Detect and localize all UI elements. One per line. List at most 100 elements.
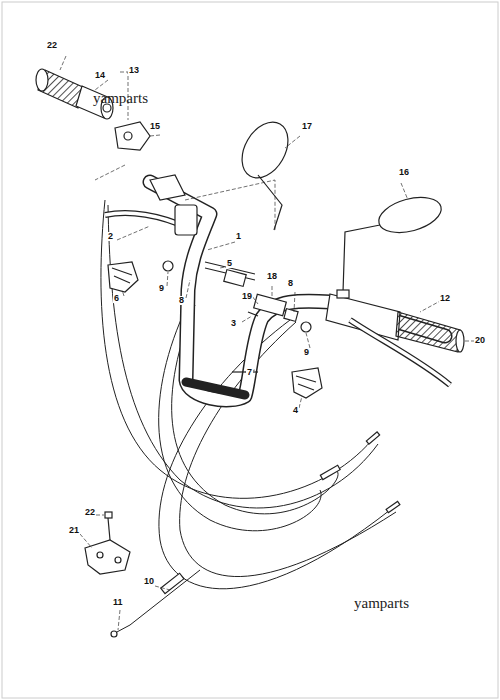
illustration-stroke xyxy=(175,205,197,235)
illustration-stroke xyxy=(111,631,117,637)
callout-number: 19 xyxy=(241,292,253,301)
illustration-stroke xyxy=(285,136,300,148)
illustration-stroke xyxy=(294,292,295,312)
watermark: yamparts xyxy=(353,596,410,611)
callout-number: 1 xyxy=(235,232,242,241)
callout-number: 9 xyxy=(158,284,165,293)
callout-number: 20 xyxy=(474,336,486,345)
illustration-stroke xyxy=(396,312,460,352)
illustration-stroke xyxy=(122,290,124,296)
illustration-stroke xyxy=(326,294,400,340)
illustration-stroke xyxy=(95,165,125,180)
illustration-stroke xyxy=(155,586,170,590)
illustration-stroke xyxy=(150,182,445,400)
illustration-stroke xyxy=(95,80,108,90)
illustration-stroke xyxy=(108,205,378,508)
illustration-stroke xyxy=(130,570,200,625)
illustration-stroke xyxy=(242,316,252,322)
callout-number: 13 xyxy=(128,66,140,75)
cables xyxy=(101,200,396,633)
illustration-stroke xyxy=(101,200,372,498)
illustration-stroke xyxy=(343,225,380,292)
illustration-stroke xyxy=(386,501,400,512)
callout-number: 22 xyxy=(84,508,96,517)
callout-number: 21 xyxy=(68,526,80,535)
illustration-stroke xyxy=(254,294,287,315)
illustration-stroke xyxy=(272,286,273,298)
illustration-stroke xyxy=(115,557,121,563)
right-grip xyxy=(326,294,464,385)
illustration-stroke xyxy=(60,56,66,70)
callout-number: 4 xyxy=(292,406,299,415)
left-lever xyxy=(105,205,197,235)
callout-number: 14 xyxy=(94,71,106,80)
callout-number: 12 xyxy=(439,294,451,303)
left-grip xyxy=(36,69,185,200)
illustration-stroke xyxy=(292,368,322,398)
illustration-stroke xyxy=(118,610,120,630)
illustration-stroke xyxy=(337,290,349,298)
handlebar xyxy=(150,182,445,400)
illustration-stroke xyxy=(224,270,246,287)
illustration-stroke xyxy=(296,376,316,390)
illustration-stroke xyxy=(108,262,138,292)
illustration-stroke xyxy=(180,322,396,577)
illustration-stroke xyxy=(248,312,258,316)
illustration-stroke xyxy=(284,309,298,322)
callout-number: 10 xyxy=(143,577,155,586)
illustration-stroke xyxy=(185,180,275,230)
illustration-stroke xyxy=(350,320,450,385)
illustration-stroke xyxy=(299,396,302,408)
callout-number: 18 xyxy=(266,272,278,281)
illustration-stroke xyxy=(105,512,112,518)
mirrors xyxy=(233,114,445,298)
callout-number: 8 xyxy=(178,296,185,305)
illustration-stroke xyxy=(96,515,104,516)
illustration-stroke xyxy=(97,552,103,558)
illustration-stroke xyxy=(306,333,310,348)
illustration-stroke xyxy=(401,183,408,200)
illustration-stroke xyxy=(36,69,48,91)
illustration-stroke xyxy=(350,320,450,385)
callout-number: 5 xyxy=(226,259,233,268)
illustration-stroke xyxy=(85,540,130,574)
illustration-stroke xyxy=(150,175,185,200)
illustration-stroke xyxy=(161,573,184,593)
illustration-stroke xyxy=(108,518,110,540)
callout-number: 7 xyxy=(246,368,253,377)
illustration-stroke xyxy=(117,226,150,240)
illustration-stroke xyxy=(366,432,379,444)
illustration-stroke xyxy=(207,242,235,250)
illustration-stroke xyxy=(150,135,160,136)
callout-number: 3 xyxy=(230,319,237,328)
illustration-stroke xyxy=(456,330,464,352)
illustration-stroke xyxy=(233,114,298,186)
illustration-stroke xyxy=(150,182,445,400)
switches xyxy=(108,262,322,398)
illustration-stroke xyxy=(375,191,445,238)
illustration-stroke xyxy=(163,261,173,271)
callout-number: 17 xyxy=(301,122,313,131)
callout-number: 22 xyxy=(46,41,58,50)
callout-number: 15 xyxy=(149,122,161,131)
callout-number: 8 xyxy=(287,279,294,288)
illustration-stroke xyxy=(301,322,311,332)
illustration-stroke xyxy=(115,122,150,150)
illustration-stroke xyxy=(232,371,258,372)
leader-lines xyxy=(60,56,475,630)
callout-number: 2 xyxy=(107,232,114,241)
callout-number: 16 xyxy=(398,168,410,177)
illustration-stroke xyxy=(115,625,130,633)
illustration-stroke xyxy=(124,132,132,140)
illustration-stroke xyxy=(186,280,190,298)
illustration-stroke xyxy=(320,465,340,479)
illustration-stroke xyxy=(167,272,168,286)
callout-number: 11 xyxy=(112,598,124,607)
adjusters xyxy=(163,261,311,372)
callout-number: 9 xyxy=(303,348,310,357)
illustration-stroke xyxy=(80,534,92,548)
bracket xyxy=(85,512,130,574)
